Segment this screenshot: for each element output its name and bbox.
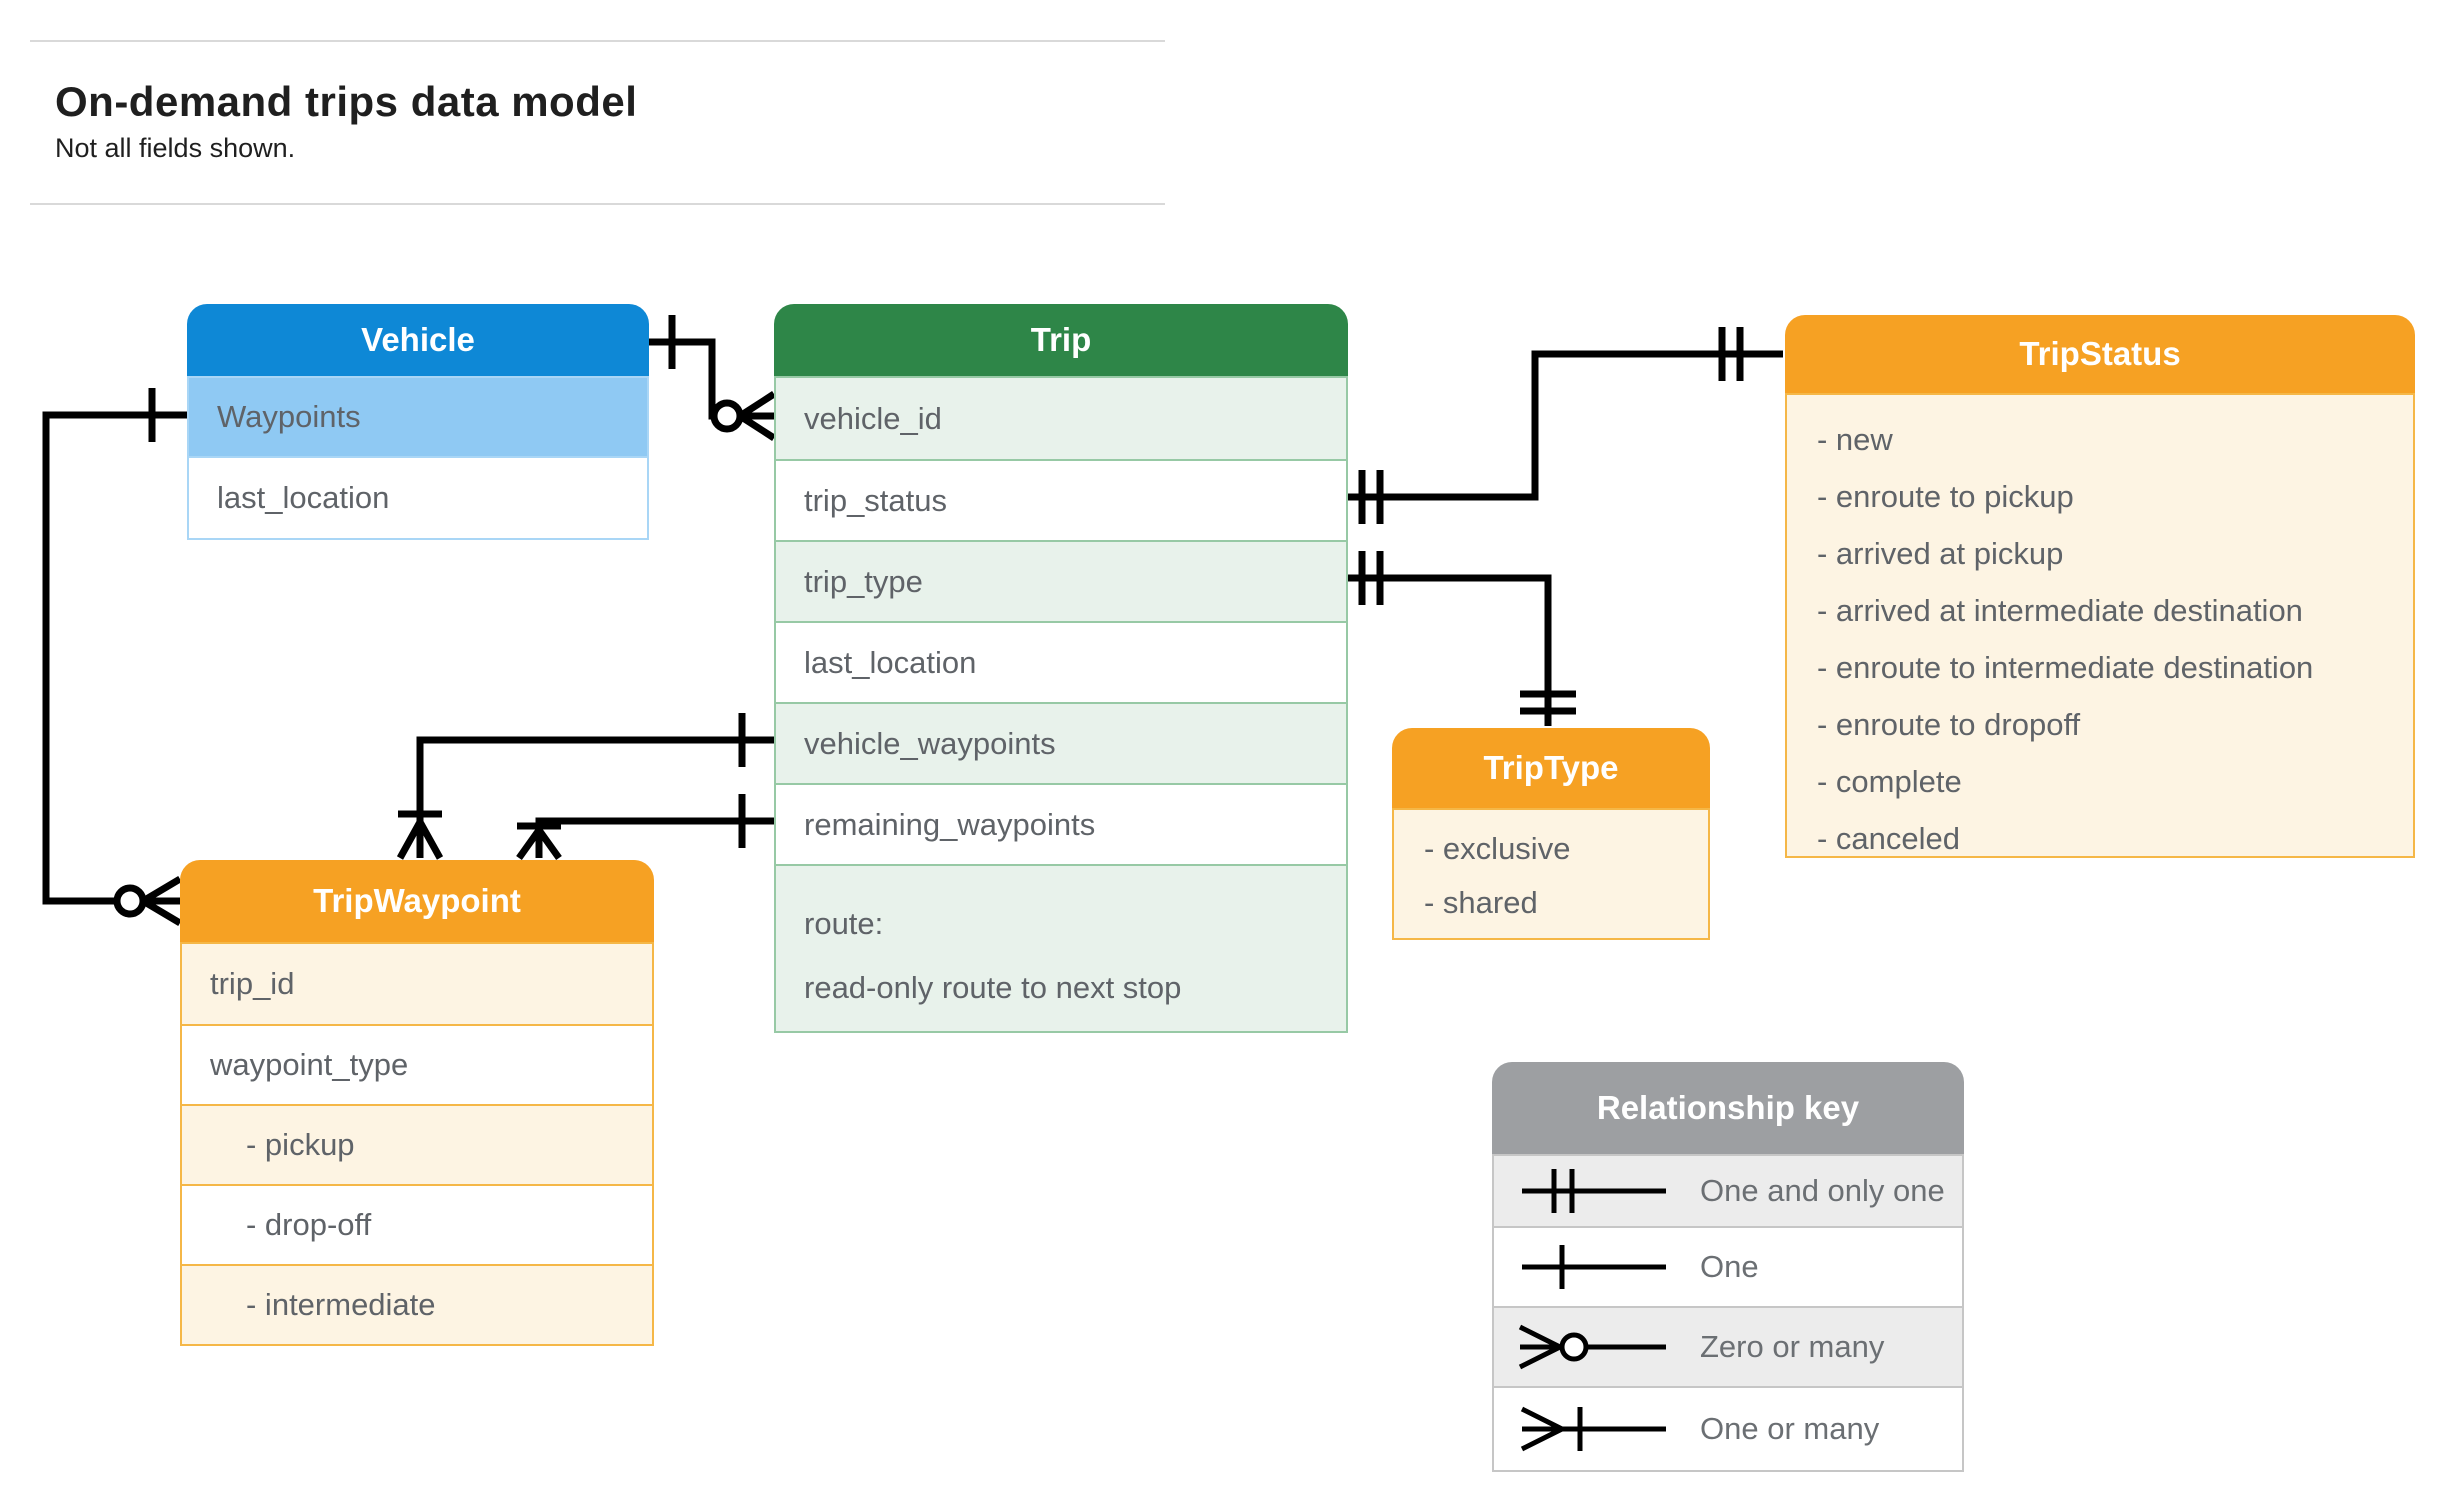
entity-triptype-title: TripType (1392, 728, 1710, 808)
field-trip-status: trip_status (776, 459, 1346, 540)
connector-trip-status-to-tripstatus (1348, 327, 1783, 524)
field-intermediate: - intermediate (182, 1264, 652, 1344)
one-and-only-one-symbol (1522, 1169, 1666, 1213)
field-pickup: - pickup (182, 1104, 652, 1184)
status-item: - new (1817, 422, 1893, 457)
entity-tripwaypoint: TripWaypoint trip_id waypoint_type - pic… (180, 860, 654, 1346)
page-subtitle: Not all fields shown. (55, 133, 296, 163)
connector-vehicle-to-tripwaypoint (42, 388, 187, 927)
field-route-line2: read-only route to next stop (804, 970, 1182, 1005)
connector-vehicle-to-trip (649, 315, 776, 441)
entity-tripstatus-title: TripStatus (1785, 315, 2415, 393)
legend-row-one-and-only-one: One and only one (1494, 1156, 1962, 1226)
legend-title: Relationship key (1492, 1062, 1964, 1154)
field-route: route: read-only route to next stop (776, 864, 1346, 1031)
entity-vehicle: Vehicle Waypoints last_location (187, 304, 649, 540)
status-item: - complete (1817, 764, 1962, 799)
field-trip-last-location: last_location (776, 621, 1346, 702)
entity-tripstatus-body: - new - enroute to pickup - arrived at p… (1785, 393, 2415, 858)
entity-trip-body: vehicle_id trip_status trip_type last_lo… (774, 376, 1348, 1033)
page-title: On-demand trips data model (55, 78, 638, 125)
entity-tripstatus: TripStatus - new - enroute to pickup - a… (1785, 315, 2415, 858)
connector-trip-type-to-triptype (1348, 551, 1576, 726)
entity-vehicle-body: Waypoints last_location (187, 376, 649, 540)
legend-label: One and only one (1700, 1173, 1945, 1208)
legend-label: One (1700, 1249, 1759, 1284)
field-remaining-waypoints: remaining_waypoints (776, 783, 1346, 864)
field-route-line1: route: (804, 906, 884, 941)
entity-tripwaypoint-body: trip_id waypoint_type - pickup - drop-of… (180, 942, 654, 1346)
status-item: - arrived at intermediate destination (1817, 593, 2303, 628)
field-trip-type: trip_type (776, 540, 1346, 621)
field-last-location: last_location (189, 456, 647, 538)
entity-tripwaypoint-title: TripWaypoint (180, 860, 654, 942)
field-trip-id: trip_id (182, 944, 652, 1024)
entity-trip-title: Trip (774, 304, 1348, 376)
zero-or-many-symbol (1518, 1324, 1666, 1370)
top-rule (30, 40, 1165, 42)
entity-trip: Trip vehicle_id trip_status trip_type la… (774, 304, 1348, 1033)
field-vehicle-waypoints: vehicle_waypoints (776, 702, 1346, 783)
type-item: - shared (1424, 885, 1538, 920)
status-item: - enroute to dropoff (1817, 707, 2081, 742)
field-waypoint-type: waypoint_type (182, 1024, 652, 1104)
status-item: - arrived at pickup (1817, 536, 2064, 571)
field-waypoints: Waypoints (189, 378, 647, 456)
status-item: - enroute to intermediate destination (1817, 650, 2314, 685)
entity-triptype-body: - exclusive - shared (1392, 808, 1710, 940)
connector-vehicle-waypoints-to-tripwaypoint (396, 713, 774, 860)
one-or-many-symbol (1520, 1406, 1666, 1452)
connector-remaining-waypoints-to-tripwaypoint (516, 794, 774, 861)
type-item: - exclusive (1424, 831, 1571, 866)
status-item: - canceled (1817, 821, 1961, 856)
legend-body: One and only one One Zero or many One or… (1492, 1154, 1964, 1472)
legend: Relationship key One and only one One Ze… (1492, 1062, 1964, 1472)
entity-vehicle-title: Vehicle (187, 304, 649, 376)
legend-label: Zero or many (1700, 1329, 1885, 1364)
field-vehicle-id: vehicle_id (776, 378, 1346, 459)
legend-label: One or many (1700, 1411, 1880, 1446)
status-item: - enroute to pickup (1817, 479, 2074, 514)
title-bottom-rule (30, 203, 1165, 205)
field-drop-off: - drop-off (182, 1184, 652, 1264)
entity-triptype: TripType - exclusive - shared (1392, 728, 1710, 940)
legend-row-one: One (1494, 1226, 1962, 1306)
legend-row-zero-or-many: Zero or many (1494, 1306, 1962, 1386)
one-symbol (1522, 1245, 1666, 1289)
legend-row-one-or-many: One or many (1494, 1386, 1962, 1470)
